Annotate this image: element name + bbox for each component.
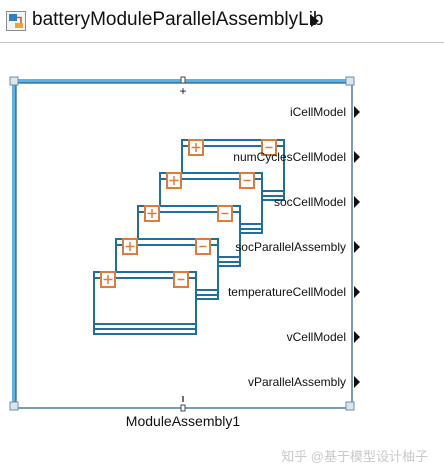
breadcrumb-model-path[interactable]: batteryModuleParallelAssemblyLib [32, 9, 324, 30]
selection-handle-tr[interactable] [345, 76, 355, 86]
selection-handle-bl[interactable] [9, 401, 19, 411]
simulink-model-icon[interactable] [6, 11, 26, 31]
positive-terminal-symbol: + [179, 84, 186, 98]
port-label-soccellmodel: socCellModel [273, 195, 346, 209]
output-port-arrows [354, 106, 360, 388]
port-arrow-icon [354, 151, 360, 163]
stacked-parallel-assemblies-icon [93, 139, 285, 335]
top-connection-port[interactable] [180, 76, 186, 84]
block-name-label[interactable]: ModuleAssembly1 [125, 413, 241, 429]
port-arrow-icon [354, 286, 360, 298]
port-label-socparallelassembly: socParallelAssembly [235, 240, 346, 254]
port-arrow-icon [354, 376, 360, 388]
port-arrow-icon [354, 106, 360, 118]
port-arrow-icon [354, 241, 360, 253]
breadcrumb: batteryModuleParallelAssemblyLib [0, 0, 444, 43]
port-label-vparallelassembly: vParallelAssembly [247, 375, 346, 389]
port-label-icellmodel: iCellModel [289, 105, 346, 119]
selection-handle-br[interactable] [345, 401, 355, 411]
port-arrow-icon [354, 331, 360, 343]
bottom-connection-port[interactable] [180, 404, 186, 412]
model-canvas[interactable]: + [0, 43, 444, 474]
watermark-text: 知乎 @基于模型设计柚子 [281, 449, 428, 464]
port-label-numcyclescellmodel: numCyclesCellModel [233, 150, 346, 164]
port-label-temperaturecellmodel: temperatureCellModel [227, 285, 346, 299]
triangle-right-icon[interactable] [310, 14, 320, 28]
selection-handle-tl[interactable] [9, 76, 19, 86]
port-arrow-icon [354, 196, 360, 208]
port-label-vcellmodel: vCellModel [286, 330, 346, 344]
